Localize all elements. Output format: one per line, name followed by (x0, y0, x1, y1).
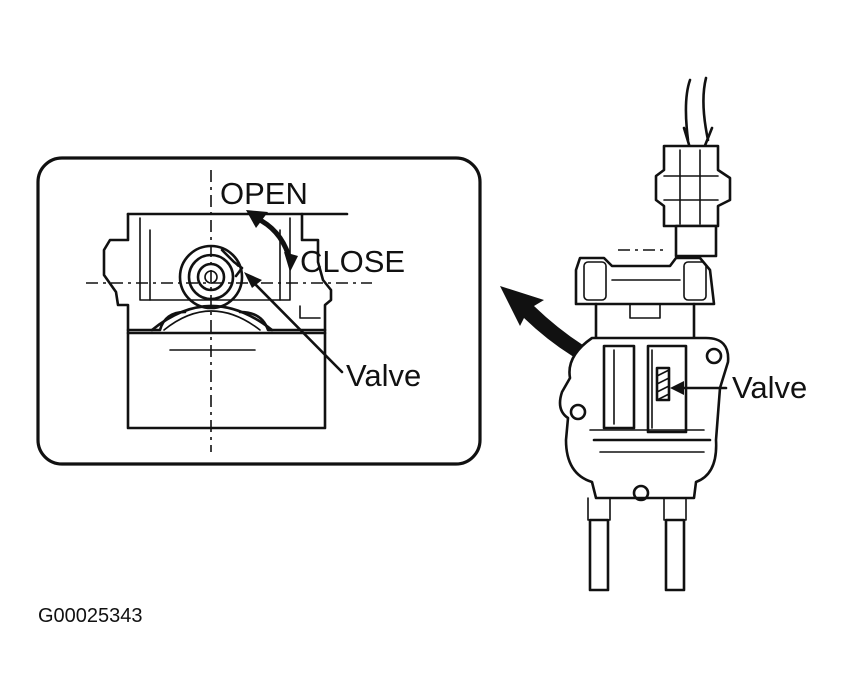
wiring-harness (682, 76, 714, 150)
inset-frame (36, 156, 482, 466)
valve-assembly: Valve (558, 76, 807, 592)
rotation-arrow-icon (246, 210, 298, 272)
solenoid-body (574, 249, 716, 306)
figure-id: G00025343 (38, 605, 143, 627)
detail-valve-leader (244, 272, 344, 374)
valve-plate (655, 366, 671, 402)
valve-housing-outline (102, 212, 349, 430)
valve-shaft (178, 244, 244, 310)
open-label: OPEN (220, 176, 308, 211)
pipe-fittings (587, 497, 687, 592)
detail-valve-label: Valve (346, 358, 421, 393)
main-valve-label: Valve (732, 370, 807, 405)
valve-flange (558, 336, 730, 502)
main-valve-leader (670, 381, 728, 395)
close-label: CLOSE (300, 244, 405, 279)
electrical-connector (654, 144, 732, 258)
detail-inset: OPEN CLOSE Valve (36, 156, 482, 466)
